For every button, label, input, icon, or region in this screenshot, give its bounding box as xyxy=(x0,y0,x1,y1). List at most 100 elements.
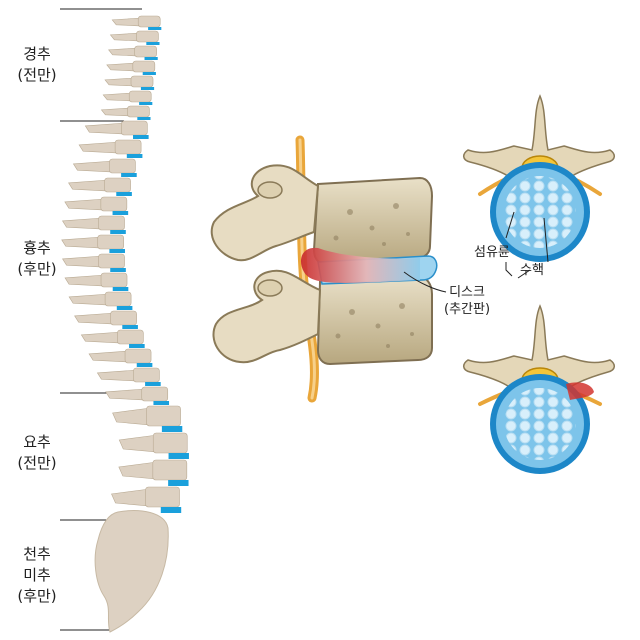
intervertebral-disc xyxy=(148,27,162,30)
intervertebral-disc xyxy=(160,507,182,513)
vertebra xyxy=(128,90,152,103)
vertebra-process xyxy=(102,92,134,102)
vertebra xyxy=(104,291,132,307)
intervertebral-disc xyxy=(110,230,126,234)
disc-label: 디스크 (추간판) xyxy=(444,284,490,318)
axial-view-normal xyxy=(463,94,615,262)
annulus-fibrosus-label: 섬유륜 xyxy=(474,245,510,260)
nucleus-pulposus-label: 수핵 xyxy=(520,263,544,278)
intervertebral-disc xyxy=(112,211,129,215)
vertebra xyxy=(146,405,181,427)
intervertebral-disc xyxy=(121,173,137,177)
vertebra-process xyxy=(118,461,158,480)
herniated-disc xyxy=(300,247,420,283)
vertebra-process xyxy=(106,62,138,72)
intervertebral-disc xyxy=(161,426,183,432)
disc-label-line2: (추간판) xyxy=(444,302,491,317)
intervertebral-disc xyxy=(144,57,158,60)
intervertebral-disc xyxy=(116,192,132,196)
intervertebral-disc xyxy=(110,268,126,272)
axial-view-herniated xyxy=(463,304,615,474)
vertebra xyxy=(121,120,148,136)
vertebra-process xyxy=(104,77,136,87)
region-name-2: 미추 xyxy=(23,566,51,584)
vertebra xyxy=(109,158,136,174)
sacrum-coccyx xyxy=(94,510,169,633)
vertebra xyxy=(98,253,125,269)
region-curve: (전만) xyxy=(17,454,57,472)
vertebra-process xyxy=(96,369,138,382)
vertebra xyxy=(110,310,137,326)
intervertebral-disc xyxy=(140,87,155,90)
vertebra xyxy=(136,30,159,43)
intervertebral-disc xyxy=(112,287,129,291)
vertebra xyxy=(100,272,128,288)
vertebra-process xyxy=(112,407,151,426)
intervertebral-disc xyxy=(129,344,145,348)
vertebra-process xyxy=(68,293,110,306)
vertebra-process xyxy=(68,179,109,192)
vertebra-process xyxy=(80,331,122,344)
vertebra xyxy=(152,459,188,481)
vertebra xyxy=(104,177,131,193)
intervertebral-disc xyxy=(136,363,153,367)
nucleus-pulposus xyxy=(504,176,576,248)
axial-callout-lines xyxy=(505,211,549,279)
vertebra xyxy=(127,105,150,118)
lower-vertebral-body xyxy=(316,274,433,366)
intervertebral-disc xyxy=(122,325,138,329)
intervertebral-disc xyxy=(133,135,149,139)
intervertebral-disc xyxy=(168,453,189,459)
spinal-column xyxy=(61,15,189,513)
intervertebral-disc xyxy=(168,480,189,486)
vertebra-process xyxy=(64,198,106,211)
upper-posterior-processes xyxy=(210,164,320,262)
vertebra xyxy=(100,196,128,212)
region-name: 흉추 xyxy=(23,239,51,257)
vertebra xyxy=(98,215,125,231)
vertebra xyxy=(130,75,154,88)
vertebra-process xyxy=(108,47,139,57)
vertebra-process xyxy=(111,17,143,27)
disc-label-line1: 디스크 xyxy=(449,285,485,300)
vertebra xyxy=(114,139,142,155)
vertebra xyxy=(117,329,144,345)
vertebra-process xyxy=(62,255,103,268)
vertebra xyxy=(134,45,157,58)
region-label-sacral-coccygeal: 천추 미추 (후만) xyxy=(6,544,68,607)
vertebra xyxy=(97,234,125,250)
vertebra xyxy=(152,432,188,454)
region-curve: (후만) xyxy=(17,260,57,278)
vertebra-process xyxy=(100,107,132,117)
intervertebral-disc xyxy=(145,382,161,386)
vertebra xyxy=(133,367,160,383)
disc-callout-line xyxy=(403,271,447,293)
vertebra-process xyxy=(74,312,115,325)
intervertebral-disc xyxy=(116,306,133,310)
region-curve: (후만) xyxy=(17,587,57,605)
vertebra-process xyxy=(64,274,106,287)
vertebra-side-view xyxy=(210,135,438,403)
vertebra-process xyxy=(61,217,103,230)
vertebra-process xyxy=(109,32,141,42)
vertebra xyxy=(145,486,180,508)
region-name: 천추 xyxy=(23,545,51,563)
intervertebral-disc xyxy=(126,154,143,158)
vertebra-process xyxy=(88,350,130,363)
herniation-bulge xyxy=(566,382,594,400)
vertebra-process xyxy=(111,488,150,507)
region-label-thoracic: 흉추 (후만) xyxy=(6,238,68,280)
region-label-lumbar: 요추 (전만) xyxy=(6,432,68,474)
intervertebral-disc xyxy=(146,42,160,45)
region-curve: (전만) xyxy=(17,66,57,84)
region-name: 경추 xyxy=(23,45,51,63)
region-name: 요추 xyxy=(23,433,51,451)
vertebra xyxy=(141,386,169,402)
vertebra-process xyxy=(84,122,126,135)
vertebra-process xyxy=(105,388,147,401)
lower-posterior-processes xyxy=(212,269,322,364)
vertebra xyxy=(124,348,152,364)
intervertebral-disc xyxy=(109,249,126,253)
